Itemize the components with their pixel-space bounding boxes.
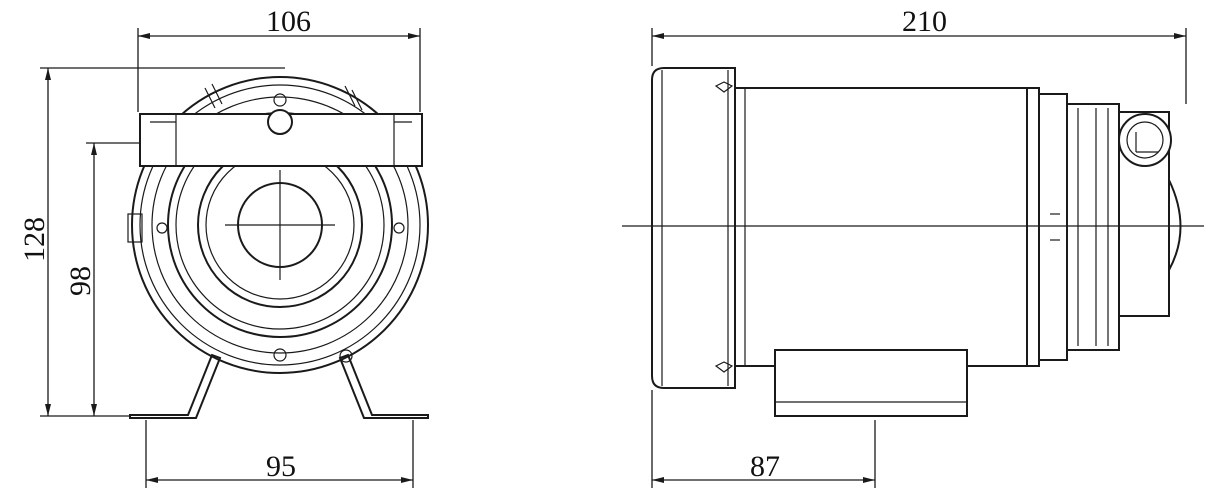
front-right-foot	[338, 353, 429, 419]
side-motor-body	[734, 87, 1028, 367]
side-base-plate	[774, 349, 968, 417]
side-length-label: 210	[902, 5, 947, 38]
side-dimensions: 210 87	[651, 5, 1187, 488]
front-dimensions: 106 128 98 95	[18, 5, 421, 488]
side-end-cap	[651, 67, 736, 389]
front-height-label: 128	[18, 217, 51, 262]
front-base-width-label: 95	[266, 450, 296, 483]
front-view	[127, 76, 429, 419]
side-pump-head	[1066, 103, 1120, 351]
front-width-label: 106	[266, 5, 311, 38]
front-outlet-height-label: 98	[64, 266, 97, 296]
front-left-foot	[129, 353, 222, 419]
side-base-offset-label: 87	[750, 450, 780, 483]
side-view	[622, 67, 1204, 417]
front-top-knob	[267, 109, 293, 135]
